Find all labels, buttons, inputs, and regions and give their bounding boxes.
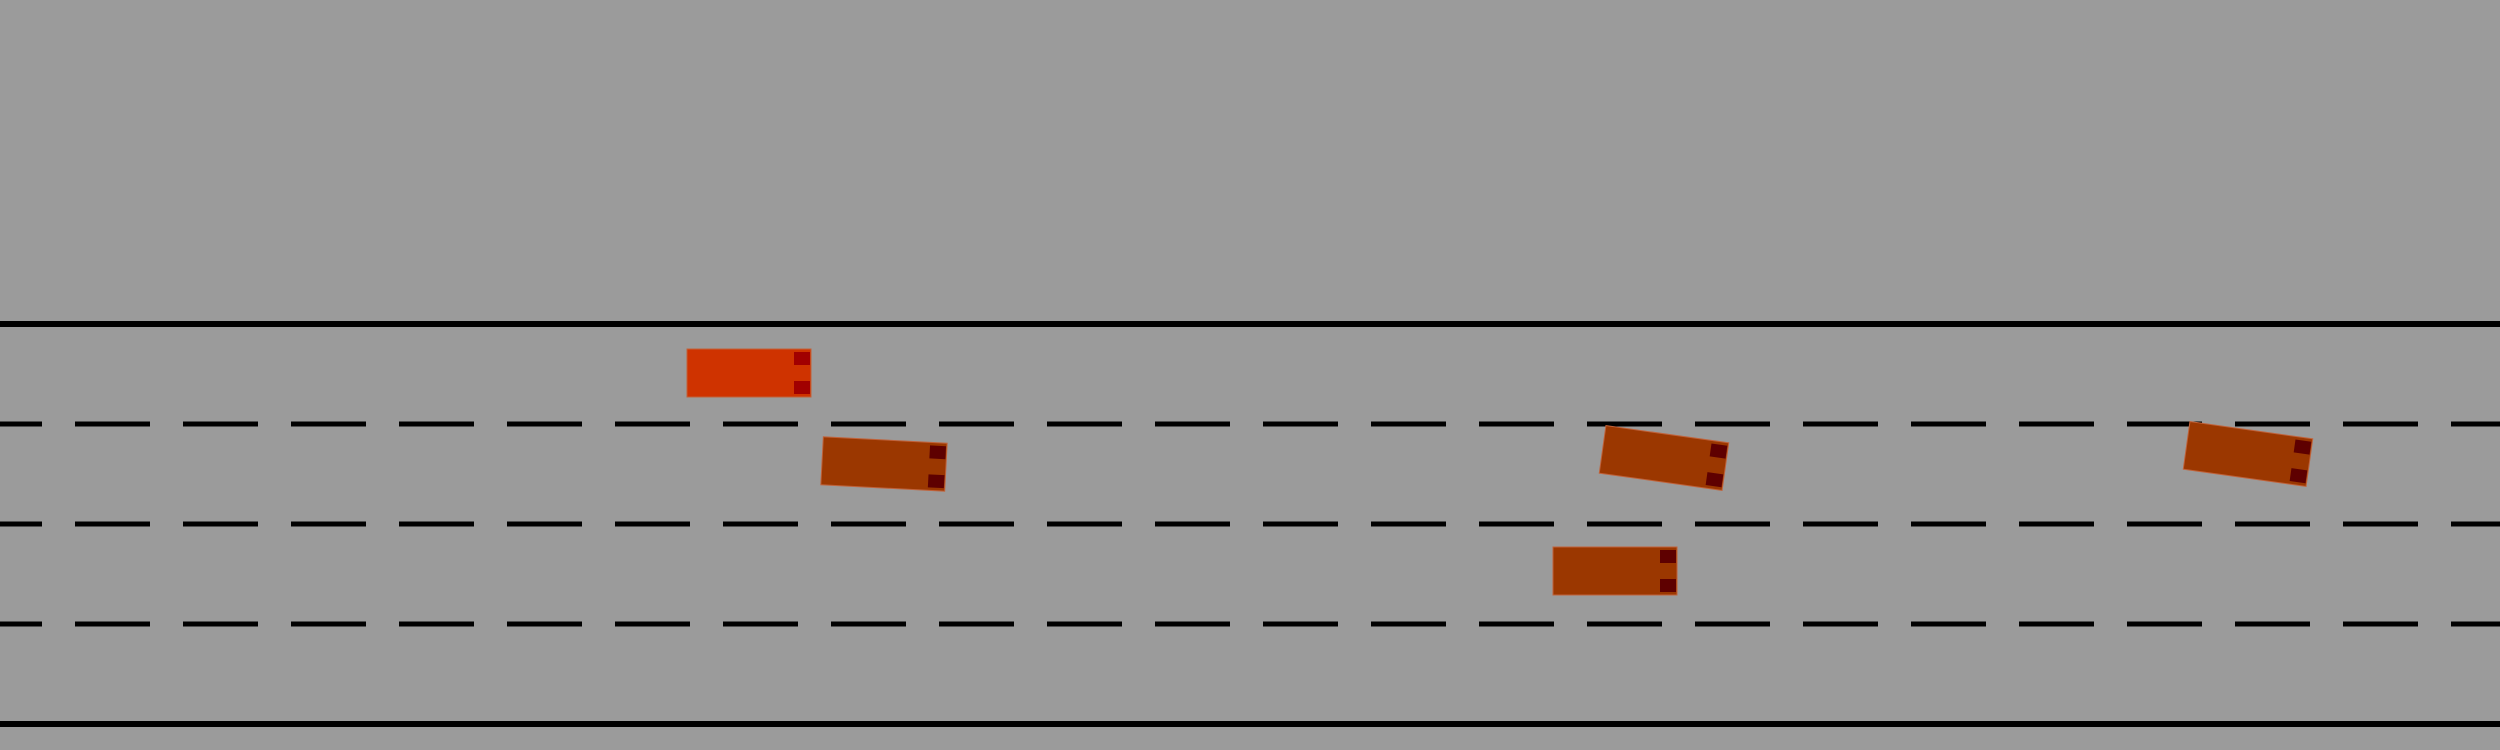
headlight-right (927, 474, 945, 489)
headlight-right (1705, 472, 1724, 488)
headlight-left (1660, 550, 1676, 563)
vehicle-body (820, 436, 948, 492)
vehicle-car-1 (820, 436, 948, 492)
headlight-right (2289, 468, 2308, 484)
vehicle-body (2182, 421, 2314, 487)
vehicle-body (1552, 546, 1678, 596)
headlight-left (2293, 439, 2312, 455)
ego-vehicle (686, 348, 812, 398)
vehicle-car-4 (1552, 546, 1678, 596)
headlight-left (929, 445, 947, 460)
headlight-left (1709, 443, 1728, 459)
vehicle-car-3 (2182, 421, 2314, 487)
headlight-right (1660, 579, 1676, 592)
vehicle-body (1598, 425, 1730, 491)
vehicle-body (686, 348, 812, 398)
headlight-right (794, 381, 810, 394)
vehicle-car-2 (1598, 425, 1730, 491)
headlight-left (794, 352, 810, 365)
